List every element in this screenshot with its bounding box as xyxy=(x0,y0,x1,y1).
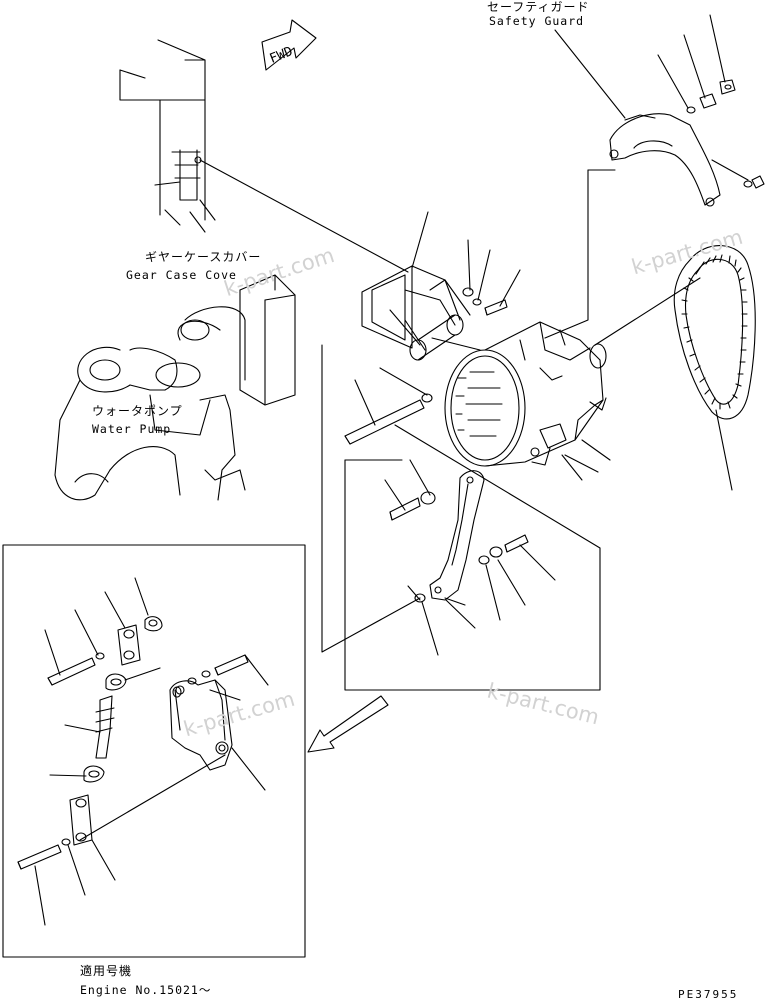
leader-lines xyxy=(354,14,749,656)
inset-parts xyxy=(17,616,249,870)
water-pump xyxy=(54,274,296,501)
gear-case-label-jp: ギヤーケースカバー xyxy=(145,250,262,264)
main-fasteners xyxy=(344,287,529,603)
fwd-label: FWD xyxy=(268,44,296,67)
drawing-code: PE37955 xyxy=(678,988,739,1001)
alternator xyxy=(444,321,607,481)
inset-leader-lines xyxy=(34,577,269,926)
guard-fasteners xyxy=(686,79,765,189)
safety-guard xyxy=(609,113,721,207)
gear-case-cover xyxy=(119,39,216,233)
gear-case-label-en: Gear Case Cove xyxy=(126,268,237,282)
safety-guard-label-en: Safety Guard xyxy=(489,14,585,28)
fwd-arrow-icon: FWD xyxy=(261,19,317,71)
serial-label-en: Engine No.15021～ xyxy=(80,983,212,997)
reference-lines xyxy=(199,159,701,691)
serial-label-jp: 適用号機 xyxy=(80,964,133,978)
adjust-plate xyxy=(429,470,485,601)
safety-guard-label-jp: セーフティガード xyxy=(487,0,590,14)
v-belt xyxy=(673,245,756,420)
inset-frame xyxy=(2,544,306,958)
mounting-bracket xyxy=(361,265,471,361)
water-pump-label-jp: ウォータポンプ xyxy=(92,404,183,418)
inset-arrow-icon xyxy=(307,695,389,753)
water-pump-label-en: Water Pump xyxy=(92,422,172,436)
